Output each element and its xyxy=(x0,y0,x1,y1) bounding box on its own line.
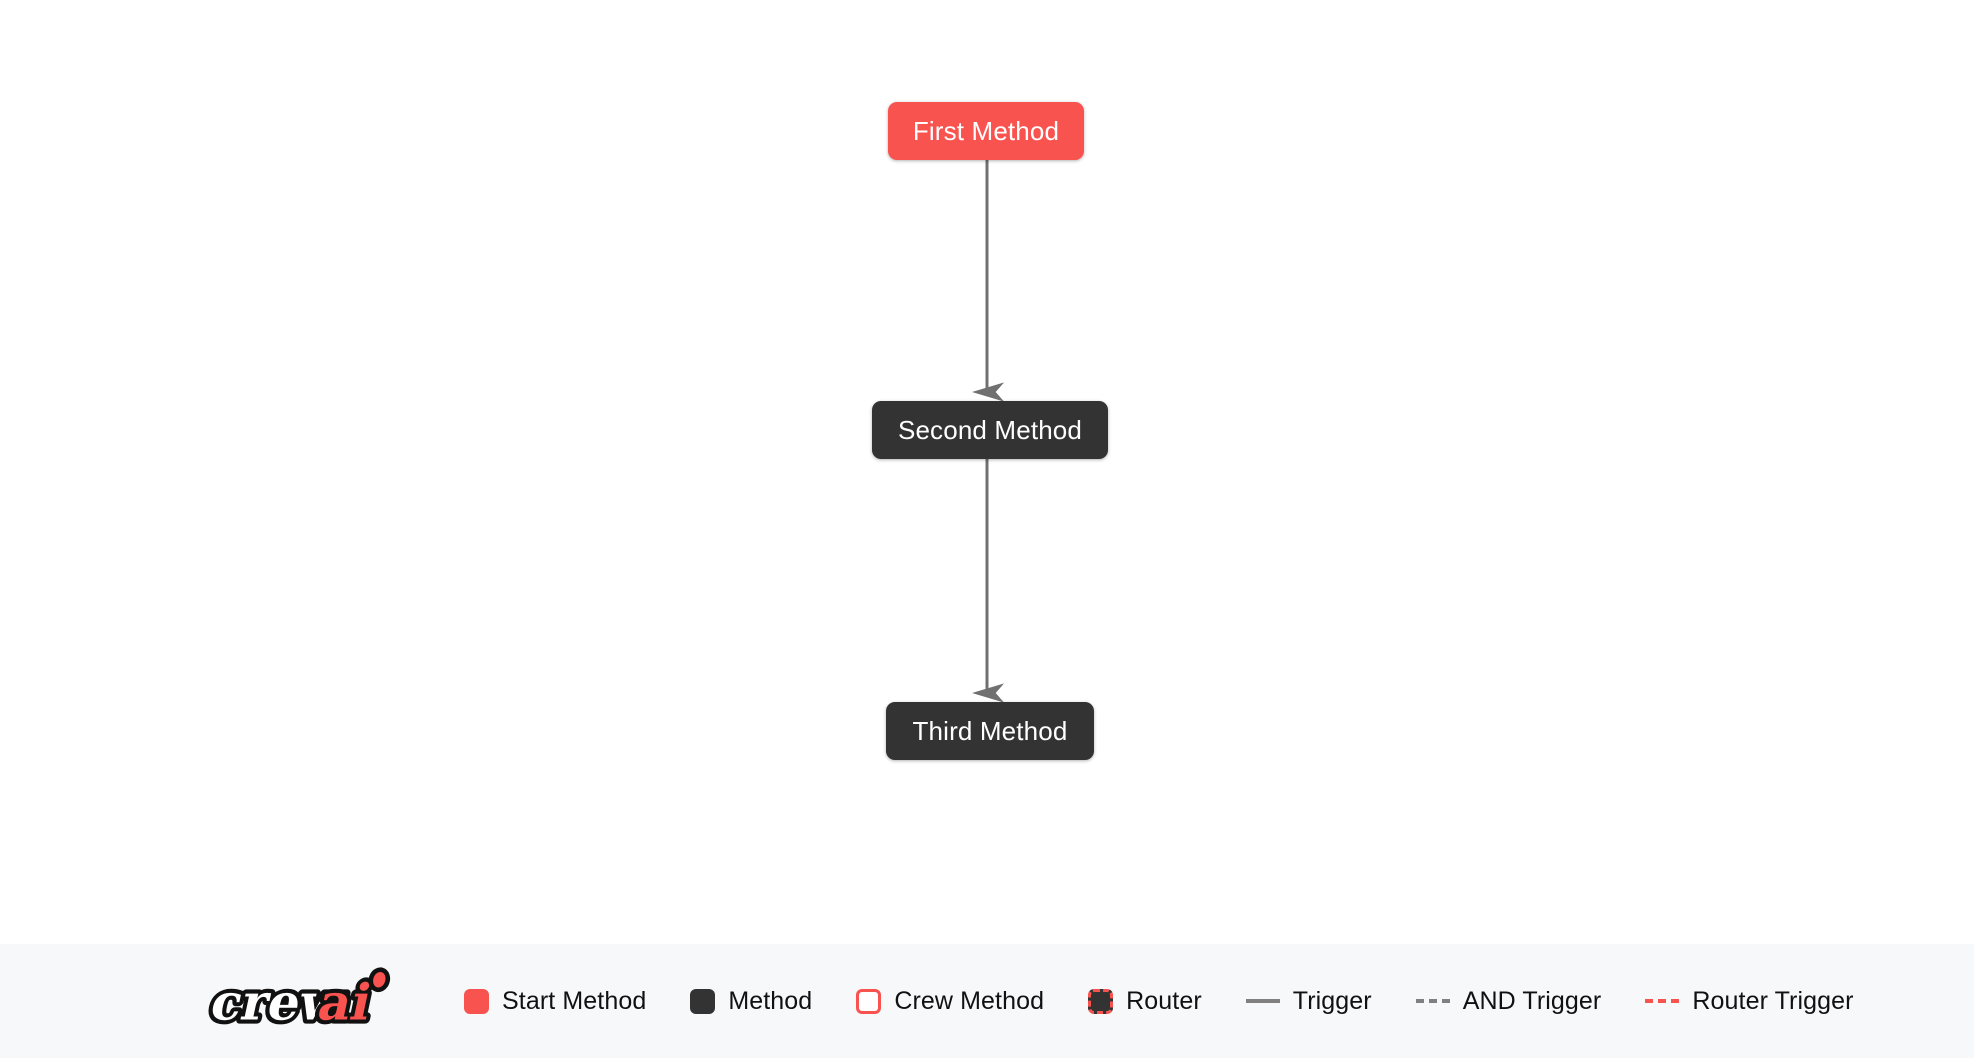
legend-item-label: Method xyxy=(728,986,813,1015)
legend-item-label: Router Trigger xyxy=(1692,986,1854,1015)
start-method-swatch-icon xyxy=(464,988,489,1014)
legend-bar: crew ai Start Method Method Crew Method … xyxy=(0,944,1974,1058)
crewai-logo-crew: crew xyxy=(206,973,351,1031)
legend-item-label: Trigger xyxy=(1292,986,1372,1015)
method-swatch-icon xyxy=(690,988,716,1014)
flow-node-third-method[interactable]: Third Method xyxy=(886,702,1094,760)
flow-canvas[interactable]: First Method Second Method Third Method xyxy=(0,0,1974,944)
flow-edges-layer xyxy=(972,160,1005,703)
crew-method-swatch-icon xyxy=(856,988,882,1014)
legend-item-router[interactable]: Router xyxy=(1088,987,1202,1016)
legend-item-and-trigger[interactable]: AND Trigger xyxy=(1415,986,1602,1016)
and-trigger-line-icon xyxy=(1415,999,1450,1003)
legend-item-label: AND Trigger xyxy=(1462,986,1602,1015)
trigger-line-icon xyxy=(1245,999,1280,1003)
legend-item-label: Crew Method xyxy=(894,986,1045,1015)
legend-item-method[interactable]: Method xyxy=(690,987,812,1016)
flow-node-label: First Method xyxy=(912,115,1060,146)
crewai-logo-dot xyxy=(368,967,391,993)
legend-item-start-method[interactable]: Start Method xyxy=(464,987,646,1016)
flow-node-label: Third Method xyxy=(912,715,1068,746)
legend-item-crew-method[interactable]: Crew Method xyxy=(856,987,1044,1016)
legend-item-label: Start Method xyxy=(502,986,647,1015)
legend-item-label: Router xyxy=(1126,986,1202,1015)
router-trigger-line-icon xyxy=(1645,999,1680,1003)
flow-node-second-method[interactable]: Second Method xyxy=(872,401,1108,459)
flow-node-label: Second Method xyxy=(897,414,1083,445)
legend-item-router-trigger[interactable]: Router Trigger xyxy=(1645,987,1853,1016)
crewai-logo: crew ai xyxy=(202,967,391,1036)
legend-items: Start Method Method Crew Method Router T… xyxy=(464,987,1854,1016)
router-swatch-icon xyxy=(1088,988,1114,1014)
flow-node-first-method[interactable]: First Method xyxy=(888,102,1084,160)
legend-item-trigger[interactable]: Trigger xyxy=(1245,986,1372,1016)
